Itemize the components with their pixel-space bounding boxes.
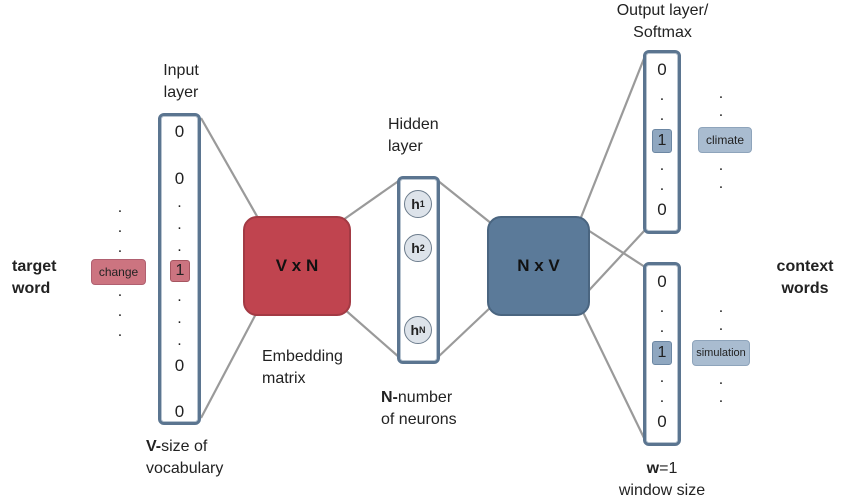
neuron-base: h <box>410 322 420 338</box>
embedding-matrix-label: V x N <box>275 256 319 275</box>
embedding-caption-line2: matrix <box>262 370 306 387</box>
input-hot-value: 1 <box>170 260 190 282</box>
output-value: 0 <box>657 412 667 431</box>
embedding-matrix: V x N <box>243 216 351 316</box>
context-dots-bottom-above: .. <box>718 299 724 334</box>
line-input-bottom <box>200 309 259 419</box>
input-dot: . <box>177 216 182 233</box>
v-size-line2: vocabulary <box>146 460 224 477</box>
output-value: 0 <box>657 272 667 291</box>
window-line2: window size <box>618 482 706 499</box>
line-hidden-bottom <box>436 305 493 359</box>
window-size-label: w=1 window size <box>604 458 720 502</box>
output-dot: . <box>659 369 665 386</box>
context-word-tag-top: climate <box>698 127 752 153</box>
neuron-base: h <box>411 196 420 212</box>
target-word-line2: word <box>12 280 51 297</box>
window-rest: =1 <box>659 460 678 477</box>
output-dot: . <box>659 177 665 194</box>
input-dot: . <box>177 238 182 255</box>
line-out2-bottom <box>579 305 646 441</box>
output-value: 0 <box>657 60 667 79</box>
neuron-sub: 1 <box>419 199 425 209</box>
output-hot-value: 1 <box>652 341 672 365</box>
line-out1-bottom <box>579 229 646 301</box>
input-dot: . <box>177 332 182 349</box>
context-word-tag-bottom: simulation <box>692 340 750 366</box>
embedding-matrix-caption: Embedding matrix <box>262 346 343 390</box>
context-words-label: context words <box>766 256 844 300</box>
window-bold: w <box>646 460 660 477</box>
n-number-line2: of neurons <box>381 411 457 428</box>
context-dots-top-below: .. <box>718 157 724 192</box>
input-layer-label: Input layer <box>150 60 212 104</box>
v-size-bold: V- <box>146 438 162 455</box>
neuron-base: h <box>411 240 420 256</box>
target-dots-below: ... <box>117 283 123 340</box>
context-dots-top-above: .. <box>718 85 724 120</box>
context-words-line1: context <box>776 258 834 275</box>
output-layer-line1: Output layer/ <box>616 2 709 19</box>
output-value: 0 <box>657 200 667 219</box>
output-matrix-label: N x V <box>517 256 560 275</box>
hidden-layer-line2: layer <box>388 138 423 155</box>
n-number-label: N-number of neurons <box>381 387 457 431</box>
output-matrix: N x V <box>487 216 590 316</box>
input-dot: . <box>177 310 182 327</box>
output-dot: . <box>659 299 665 316</box>
output-dot: . <box>659 319 665 336</box>
target-word-text: change <box>98 265 139 279</box>
input-dot: . <box>177 288 182 305</box>
output-dot: . <box>659 389 665 406</box>
output-vector-bottom: 0 . . 1 . . 0 <box>643 262 681 446</box>
target-dots-above: ... <box>117 199 123 256</box>
output-dot: . <box>659 87 665 104</box>
output-dot: . <box>659 157 665 174</box>
context-word-text: simulation <box>696 347 746 359</box>
line-hidden-top <box>436 179 493 225</box>
context-word-text: climate <box>705 133 744 147</box>
output-hot-text: 1 <box>657 344 667 361</box>
hidden-layer-label: Hidden layer <box>388 114 439 158</box>
input-value: 0 <box>174 122 185 141</box>
input-dot: . <box>177 194 182 211</box>
n-number-bold: N- <box>381 389 398 406</box>
neuron-sub: 2 <box>419 243 425 253</box>
line-embedding-bottom <box>342 307 401 359</box>
v-size-rest: size of <box>161 438 208 455</box>
v-size-label: V-size of vocabulary <box>146 436 223 480</box>
input-value: 0 <box>174 169 185 188</box>
hidden-layer-line1: Hidden <box>388 116 439 133</box>
context-dots-bottom-below: .. <box>718 371 724 406</box>
context-words-line2: words <box>781 280 829 297</box>
input-value: 0 <box>174 356 185 375</box>
target-word-tag: change <box>91 259 146 285</box>
neuron-sub: N <box>419 325 426 335</box>
output-hot-text: 1 <box>657 132 667 149</box>
output-hot-value: 1 <box>652 129 672 153</box>
target-word-line1: target <box>12 258 57 275</box>
line-embedding-top <box>342 179 401 221</box>
output-vector-top: 0 . . 1 . . 0 <box>643 50 681 234</box>
output-dot: . <box>659 107 665 124</box>
output-layer-label: Output layer/ Softmax <box>605 0 720 44</box>
embedding-caption-line1: Embedding <box>262 348 343 365</box>
target-word-label: target word <box>12 256 56 300</box>
input-layer-label-line1: Input <box>163 62 199 79</box>
output-layer-line2: Softmax <box>633 24 692 41</box>
line-out1-top <box>578 55 647 221</box>
n-number-rest: number <box>397 389 453 406</box>
input-vector: 0 0 . . . 1 . . . 0 0 <box>158 113 201 425</box>
line-out2-top <box>579 224 646 268</box>
input-hot-value-text: 1 <box>175 262 185 279</box>
line-input-top <box>200 117 259 219</box>
input-value: 0 <box>174 402 185 421</box>
input-layer-label-line2: layer <box>163 84 199 101</box>
